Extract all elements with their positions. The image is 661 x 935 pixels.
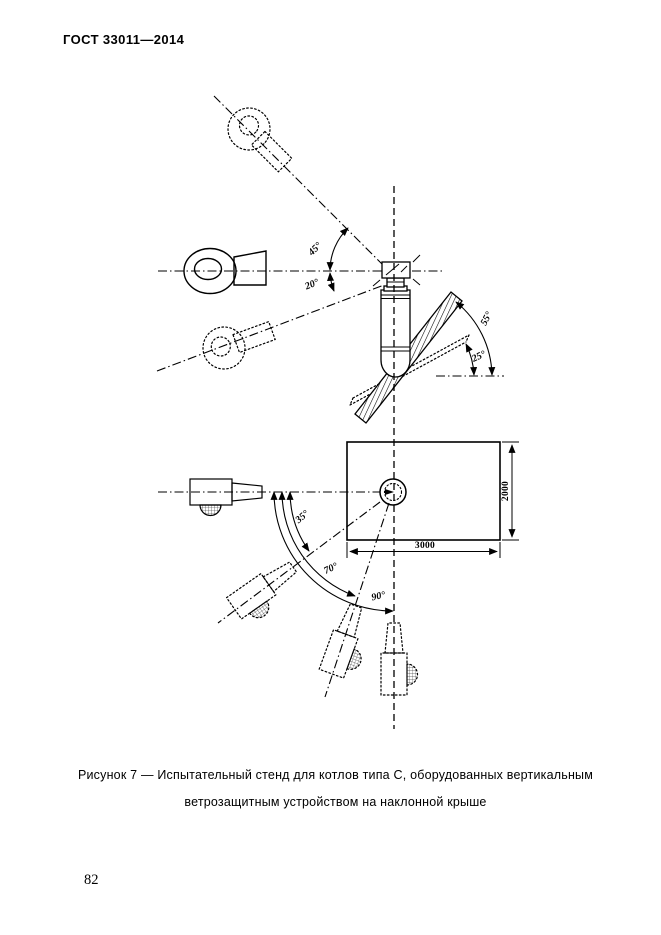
angle-label-55: 55° [479, 310, 495, 328]
wind-machine-plan-90deg-dotted [380, 622, 419, 696]
arc-20deg [327, 272, 335, 292]
chimney-body [380, 289, 411, 378]
wind-machine-20deg-dotted [196, 310, 280, 376]
fan-casing [183, 247, 237, 295]
figure-caption-line2: ветрозащитным устройством на наклонной к… [184, 795, 487, 809]
fan-inlet [193, 257, 223, 281]
angle-label-70: 70° [322, 561, 339, 577]
wind-machine-plan-0deg-solid [189, 478, 263, 517]
plan-view: 35° 70° 90° 3000 2000 [158, 441, 519, 698]
flow-arrow [385, 489, 394, 495]
wind-machine-plan-70deg-dotted [318, 600, 379, 683]
arc-90deg [270, 491, 394, 615]
elevation-view: 45° 20° 55° 25° [156, 95, 504, 424]
figure-caption-line1: Рисунок 7 — Испытательный стенд для котл… [77, 768, 594, 782]
roof-plan-rectangle [346, 441, 501, 541]
document-header: ГОСТ 33011—2014 [63, 32, 185, 47]
wind-machine-plan-35deg-dotted [225, 555, 308, 629]
axis-45deg [213, 95, 384, 266]
dimension-2000: 2000 [501, 441, 519, 541]
angle-label-20: 20° [303, 277, 321, 293]
wind-machine-0deg-solid [183, 247, 267, 295]
arc-25deg [465, 343, 478, 376]
page-number: 82 [84, 872, 99, 888]
dimension-3000: 3000 [346, 541, 501, 558]
dimension-2000-label: 2000 [501, 481, 511, 501]
angle-label-90: 90° [370, 590, 386, 604]
arc-55deg [455, 301, 496, 376]
terminal-cap [381, 261, 411, 279]
angle-label-45: 45° [306, 240, 324, 258]
arc-70deg [278, 491, 356, 597]
dimension-3000-label: 3000 [415, 541, 435, 551]
chimney-plan-circle [379, 478, 407, 506]
fan-nozzle [233, 250, 267, 286]
chimney-terminal [372, 254, 421, 378]
wind-machine-45deg-dotted [218, 98, 301, 181]
arc-45deg [326, 227, 349, 271]
figure-caption: Рисунок 7 — Испытательный стенд для котл… [55, 762, 616, 816]
